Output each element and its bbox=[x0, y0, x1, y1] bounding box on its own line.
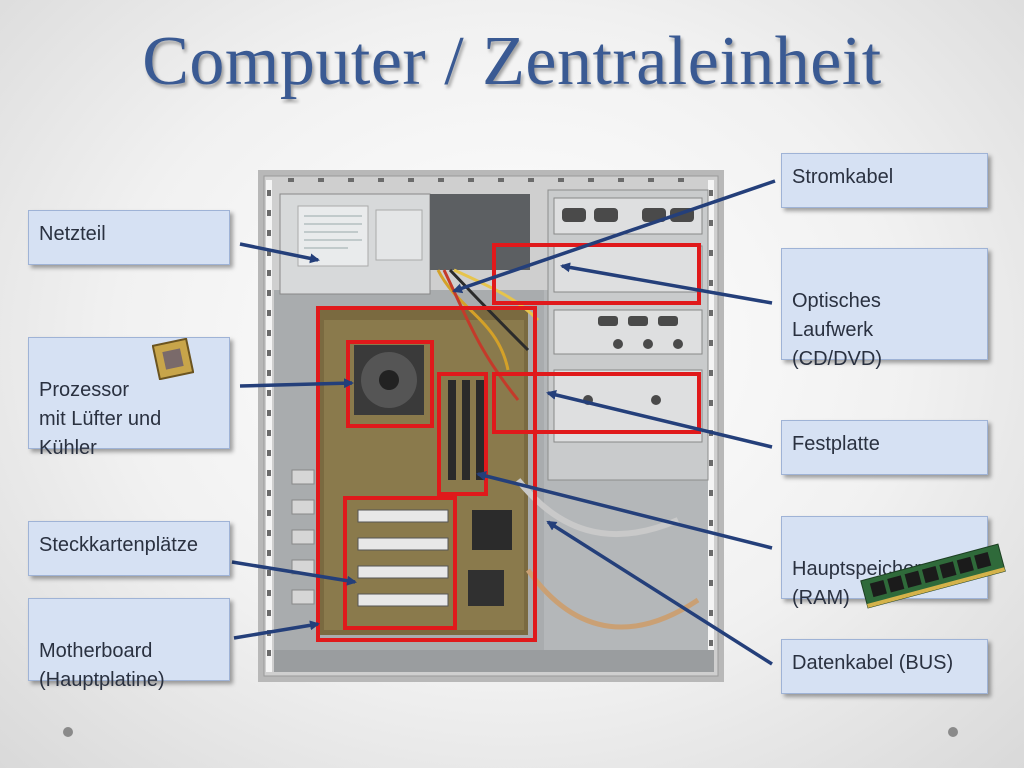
label-optisch-text: Optisches Laufwerk (CD/DVD) bbox=[792, 290, 882, 370]
ram-module-icon bbox=[860, 543, 1006, 609]
label-netzteil: Netzteil bbox=[28, 210, 230, 265]
label-prozessor: Prozessor mit Lüfter und Kühler bbox=[28, 337, 230, 459]
label-motherboard: Motherboard (Hauptplatine) bbox=[28, 598, 230, 691]
label-datenkabel: Datenkabel (BUS) bbox=[781, 639, 988, 694]
cpu-chip-icon bbox=[152, 338, 194, 380]
slide-title: Computer / Zentraleinheit bbox=[142, 23, 882, 100]
label-festplatte: Festplatte bbox=[781, 420, 988, 475]
label-datenkabel-text: Datenkabel (BUS) bbox=[792, 652, 954, 674]
label-stromkabel-text: Stromkabel bbox=[792, 166, 894, 188]
label-motherboard-text: Motherboard (Hauptplatine) bbox=[39, 640, 165, 691]
computer-case-photo bbox=[258, 170, 724, 682]
label-optisch: Optisches Laufwerk (CD/DVD) bbox=[781, 248, 988, 370]
label-steckkarten-text: Steckkartenplätze bbox=[39, 534, 198, 556]
nav-dot-icon bbox=[948, 727, 958, 737]
label-prozessor-text: Prozessor mit Lüfter und Kühler bbox=[39, 379, 162, 459]
label-netzteil-text: Netzteil bbox=[39, 223, 106, 245]
label-stromkabel: Stromkabel bbox=[781, 153, 988, 208]
nav-dot-icon bbox=[63, 727, 73, 737]
label-festplatte-text: Festplatte bbox=[792, 433, 880, 455]
label-steckkarten: Steckkartenplätze bbox=[28, 521, 230, 576]
